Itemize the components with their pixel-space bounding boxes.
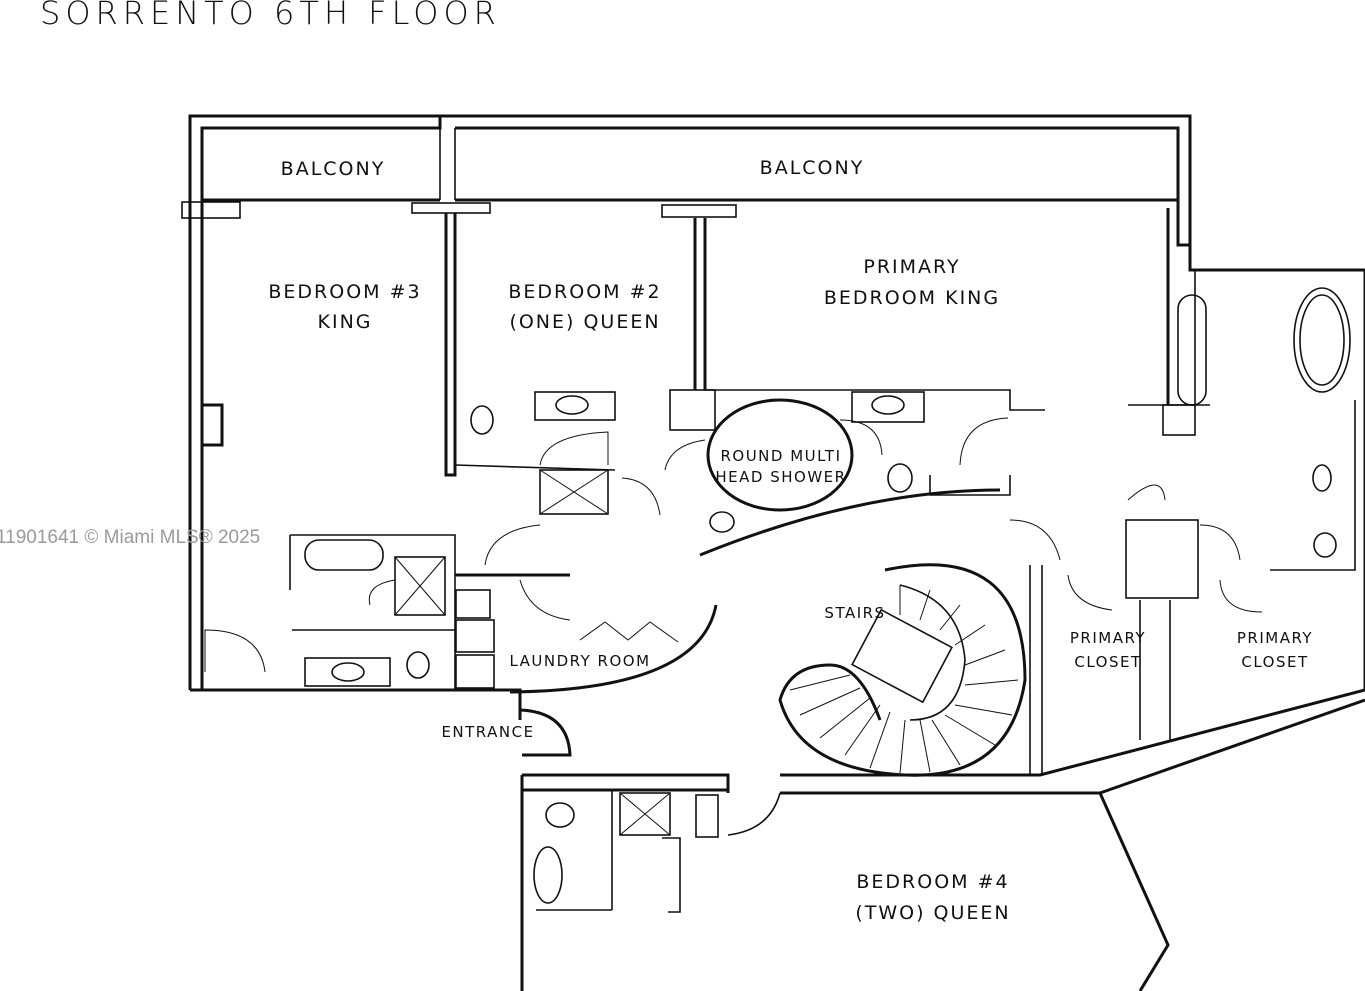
label-shower: ROUND MULTI — [720, 447, 841, 465]
label-bedroom3-bed: KING — [318, 311, 373, 333]
label-balcony-left: BALCONY — [281, 158, 386, 180]
label-bedroom4-bed: (TWO) QUEEN — [855, 902, 1010, 924]
page-title: SORRENTO 6TH FLOOR — [40, 0, 501, 32]
label-closet2: PRIMARY — [1237, 629, 1313, 647]
label-shower-2: HEAD SHOWER — [715, 468, 846, 486]
watermark: 11901641 © Miami MLS® 2025 — [0, 527, 260, 548]
spiral-stairs — [778, 563, 1027, 777]
label-primary-bed: BEDROOM KING — [824, 287, 1000, 309]
label-closet1: PRIMARY — [1070, 629, 1146, 647]
label-bedroom4: BEDROOM #4 — [856, 871, 1009, 893]
label-bedroom2: BEDROOM #2 — [508, 281, 661, 303]
label-primary: PRIMARY — [863, 256, 960, 278]
label-bedroom2-bed: (ONE) QUEEN — [509, 311, 660, 333]
interior-walls — [289, 208, 1356, 913]
label-balcony-right: BALCONY — [760, 157, 865, 179]
outer-walls — [181, 114, 1365, 991]
fixtures — [204, 287, 1351, 687]
label-entrance: ENTRANCE — [441, 723, 534, 741]
label-bedroom3: BEDROOM #3 — [268, 281, 421, 303]
label-stairs: STAIRS — [824, 604, 885, 622]
label-closet2-2: CLOSET — [1241, 653, 1308, 671]
label-laundry: LAUNDRY ROOM — [509, 652, 650, 670]
room-labels: BALCONY BALCONY BEDROOM #3 KING BEDROOM … — [268, 157, 1313, 924]
label-closet1-2: CLOSET — [1074, 653, 1141, 671]
